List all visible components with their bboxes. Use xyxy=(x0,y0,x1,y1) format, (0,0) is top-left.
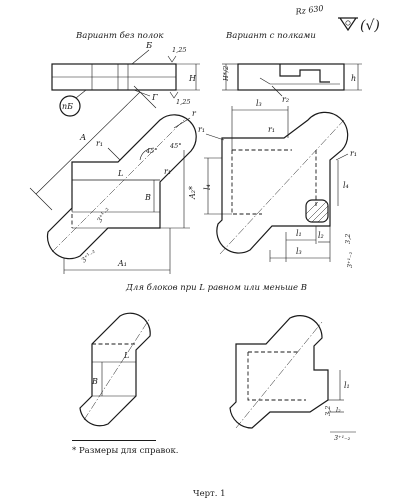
tol-right: 3⁺¹₋₂ xyxy=(346,251,354,268)
label-r1-left: r₁ xyxy=(96,139,103,148)
dim-l3-bottom: l₃ xyxy=(296,247,302,256)
label-r1-right-a: r₁ xyxy=(198,125,205,134)
tol-32: 3,2 xyxy=(344,234,352,244)
label-r1-right-b: r₁ xyxy=(268,125,275,134)
small-plan-left: L B xyxy=(79,312,151,427)
small-plan-right: l₁ l₂ 3,2 3⁺¹₋₂ xyxy=(229,315,356,442)
angle-45-b: 45° xyxy=(169,142,182,150)
angle-45-a: 45° xyxy=(145,147,158,155)
plan-view-right: l₃ r₁ r₁ r₁ l₄ l₄ l₁ l₂ l₃ 3,2 3⁺¹₋₂ xyxy=(198,99,357,268)
roughness-label: Rz 630 xyxy=(294,4,324,17)
roughness-mark: (√) xyxy=(360,18,380,34)
side-view-without-shelves: H Б Г 1,25 1,25 пБ xyxy=(51,41,200,117)
label-G-letter: Г xyxy=(151,93,158,103)
tol-small-right: 3⁺¹₋₂ xyxy=(334,434,351,442)
dim-L-small: L xyxy=(123,351,129,360)
dim-A2: A₂* xyxy=(188,186,197,200)
label-B-letter: Б xyxy=(145,41,153,51)
dim-l2: l₂ xyxy=(318,231,324,240)
small-plate-title: Для блоков при L равном или меньше B xyxy=(125,282,307,293)
label-r1-mid: r₁ xyxy=(164,167,171,176)
dim-l3-top: l₃ xyxy=(256,99,262,108)
dim-B: B xyxy=(144,193,151,202)
slope-top: 1,25 xyxy=(172,46,186,54)
dim-H: H xyxy=(188,74,197,83)
label-r2: r₂ xyxy=(282,95,289,104)
variant-with-shelves: Вариант с полками xyxy=(225,31,316,41)
tol-32-small: 3,2 xyxy=(324,406,332,416)
dim-L: L xyxy=(117,169,123,178)
dim-h: h xyxy=(351,74,356,83)
variant-without-shelves: Вариант без полок xyxy=(75,30,164,41)
pB-marker xyxy=(59,95,81,117)
label-r1-right-c: r₁ xyxy=(350,149,357,158)
roughness-circle-icon xyxy=(345,20,351,26)
label-r: r xyxy=(192,109,197,118)
dim-l1: l₁ xyxy=(296,229,302,238)
dim-A: A xyxy=(79,133,86,143)
footnote: * Размеры для справок. xyxy=(72,446,179,456)
side-view-with-shelves: H*/2 h r₂ xyxy=(222,63,362,104)
roughness-symbol-icon xyxy=(338,17,358,32)
plan-view-left: A L B A₂* A₁ r r₁ r₁ 45° 45° 3⁺¹₋₂ 3⁺¹₋₂ xyxy=(29,85,197,274)
dim-Hstar: H*/2 xyxy=(222,66,230,82)
dim-l2-small: l₂ xyxy=(336,406,341,414)
figure-caption: Черт. 1 xyxy=(193,489,226,499)
tol-left-b: 3⁺¹₋₂ xyxy=(80,247,97,264)
dim-l4-left: l₄ xyxy=(203,184,212,190)
dim-l4-right: l₄ xyxy=(343,181,349,190)
dim-l1-small: l₁ xyxy=(344,381,350,390)
tol-left-a: 3⁺¹₋₂ xyxy=(96,205,111,223)
slope-bottom: 1,25 xyxy=(176,98,190,106)
footnote-rule xyxy=(72,440,156,441)
dim-B-small: B xyxy=(91,377,98,386)
dim-A1: A₁ xyxy=(117,259,127,268)
pB-label: пБ xyxy=(62,102,73,111)
